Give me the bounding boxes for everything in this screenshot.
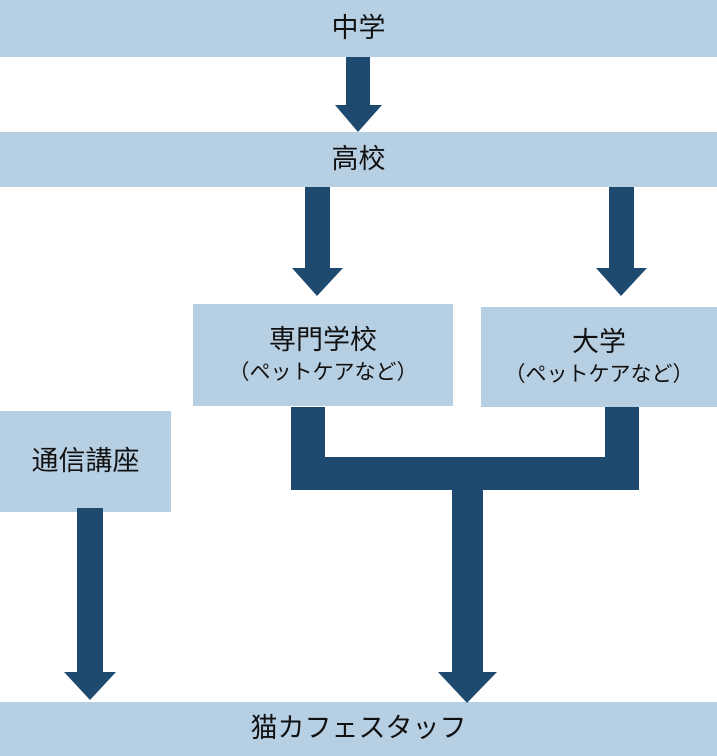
connector-left: [291, 407, 325, 459]
node-correspondence: 通信講座: [0, 411, 171, 512]
arrow-down: [64, 508, 116, 700]
node-university: 大学 （ペットケアなど）: [481, 307, 717, 407]
connector-merge: [291, 457, 639, 490]
node-label: 通信講座: [31, 445, 140, 477]
node-label: 大学: [572, 327, 626, 358]
node-label: 専門学校: [269, 325, 377, 356]
node-vocational-school: 専門学校 （ペットケアなど）: [193, 304, 453, 406]
node-note: （ペットケアなど）: [504, 362, 694, 386]
node-high-school: 高校: [0, 132, 717, 187]
node-label: 高校: [331, 143, 386, 175]
arrow-down: [596, 187, 647, 296]
arrow-down: [438, 488, 497, 703]
node-note: （ペットケアなど）: [228, 360, 418, 384]
node-label: 中学: [331, 12, 386, 44]
node-goal: 猫カフェスタッフ: [0, 702, 717, 756]
arrow-down: [335, 57, 382, 132]
node-label: 猫カフェスタッフ: [250, 713, 467, 744]
node-junior-high: 中学: [0, 0, 717, 57]
arrow-down: [292, 187, 343, 296]
connector-right: [605, 407, 639, 459]
